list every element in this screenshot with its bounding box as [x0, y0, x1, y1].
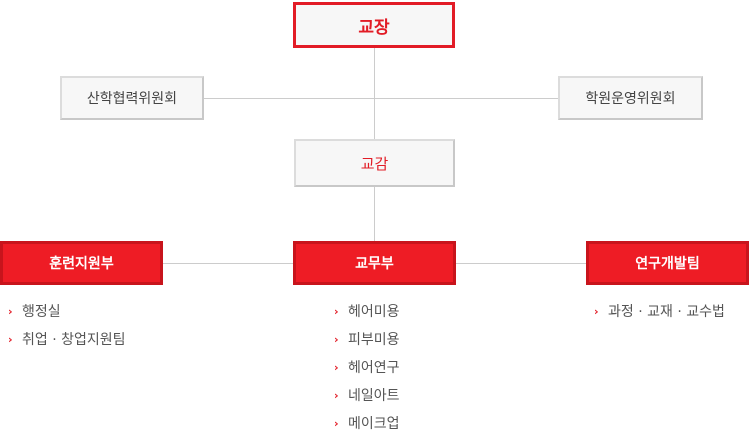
list-item-label: 헤어연구 [348, 360, 400, 376]
department-label: 연구개발팀 [635, 256, 700, 272]
bullet-arrow-icon: › [334, 305, 339, 318]
vice-principal-label: 교감 [360, 154, 389, 173]
department-label: 훈련지원부 [49, 256, 114, 272]
department-box-research-development: 연구개발팀 [586, 241, 749, 285]
committee-box-school-operation: 학원운영위원회 [558, 76, 703, 120]
list-item-label: 헤어미용 [348, 304, 400, 320]
list-item-label: 과정 · 교재 · 교수법 [608, 304, 725, 320]
principal-box: 교장 [293, 2, 455, 48]
department-items-academic-affairs: › 헤어미용 › 피부미용 › 헤어연구 › 네일아트 › 메이크업 [334, 298, 400, 438]
department-box-training-support: 훈련지원부 [0, 241, 163, 285]
committee-label: 학원운영위원회 [585, 91, 676, 107]
list-item: › 헤어미용 [334, 298, 400, 326]
list-item-label: 메이크업 [348, 416, 400, 432]
list-item: › 과정 · 교재 · 교수법 [594, 298, 725, 326]
list-item: › 헤어연구 [334, 354, 400, 382]
list-item-label: 취업 · 창업지원팀 [22, 332, 126, 348]
list-item: › 피부미용 [334, 326, 400, 354]
bullet-arrow-icon: › [594, 305, 599, 318]
bullet-arrow-icon: › [334, 417, 339, 430]
department-label: 교무부 [355, 256, 394, 272]
bullet-arrow-icon: › [8, 333, 13, 346]
list-item-label: 피부미용 [348, 332, 400, 348]
bullet-arrow-icon: › [334, 361, 339, 374]
department-box-academic-affairs: 교무부 [293, 241, 456, 285]
list-item: › 메이크업 [334, 410, 400, 438]
bullet-arrow-icon: › [8, 305, 13, 318]
bullet-arrow-icon: › [334, 389, 339, 402]
list-item-label: 네일아트 [348, 388, 400, 404]
principal-label: 교장 [358, 17, 390, 38]
list-item-label: 행정실 [22, 304, 61, 320]
vice-principal-box: 교감 [294, 139, 455, 187]
committee-box-industry-cooperation: 산학협력위원회 [60, 76, 204, 120]
department-items-research-development: › 과정 · 교재 · 교수법 [594, 298, 725, 326]
list-item: › 취업 · 창업지원팀 [8, 326, 126, 354]
connector-committees [204, 98, 558, 99]
committee-label: 산학협력위원회 [86, 91, 178, 107]
list-item: › 네일아트 [334, 382, 400, 410]
list-item: › 행정실 [8, 298, 126, 326]
bullet-arrow-icon: › [334, 333, 339, 346]
department-items-training-support: › 행정실 › 취업 · 창업지원팀 [8, 298, 126, 354]
